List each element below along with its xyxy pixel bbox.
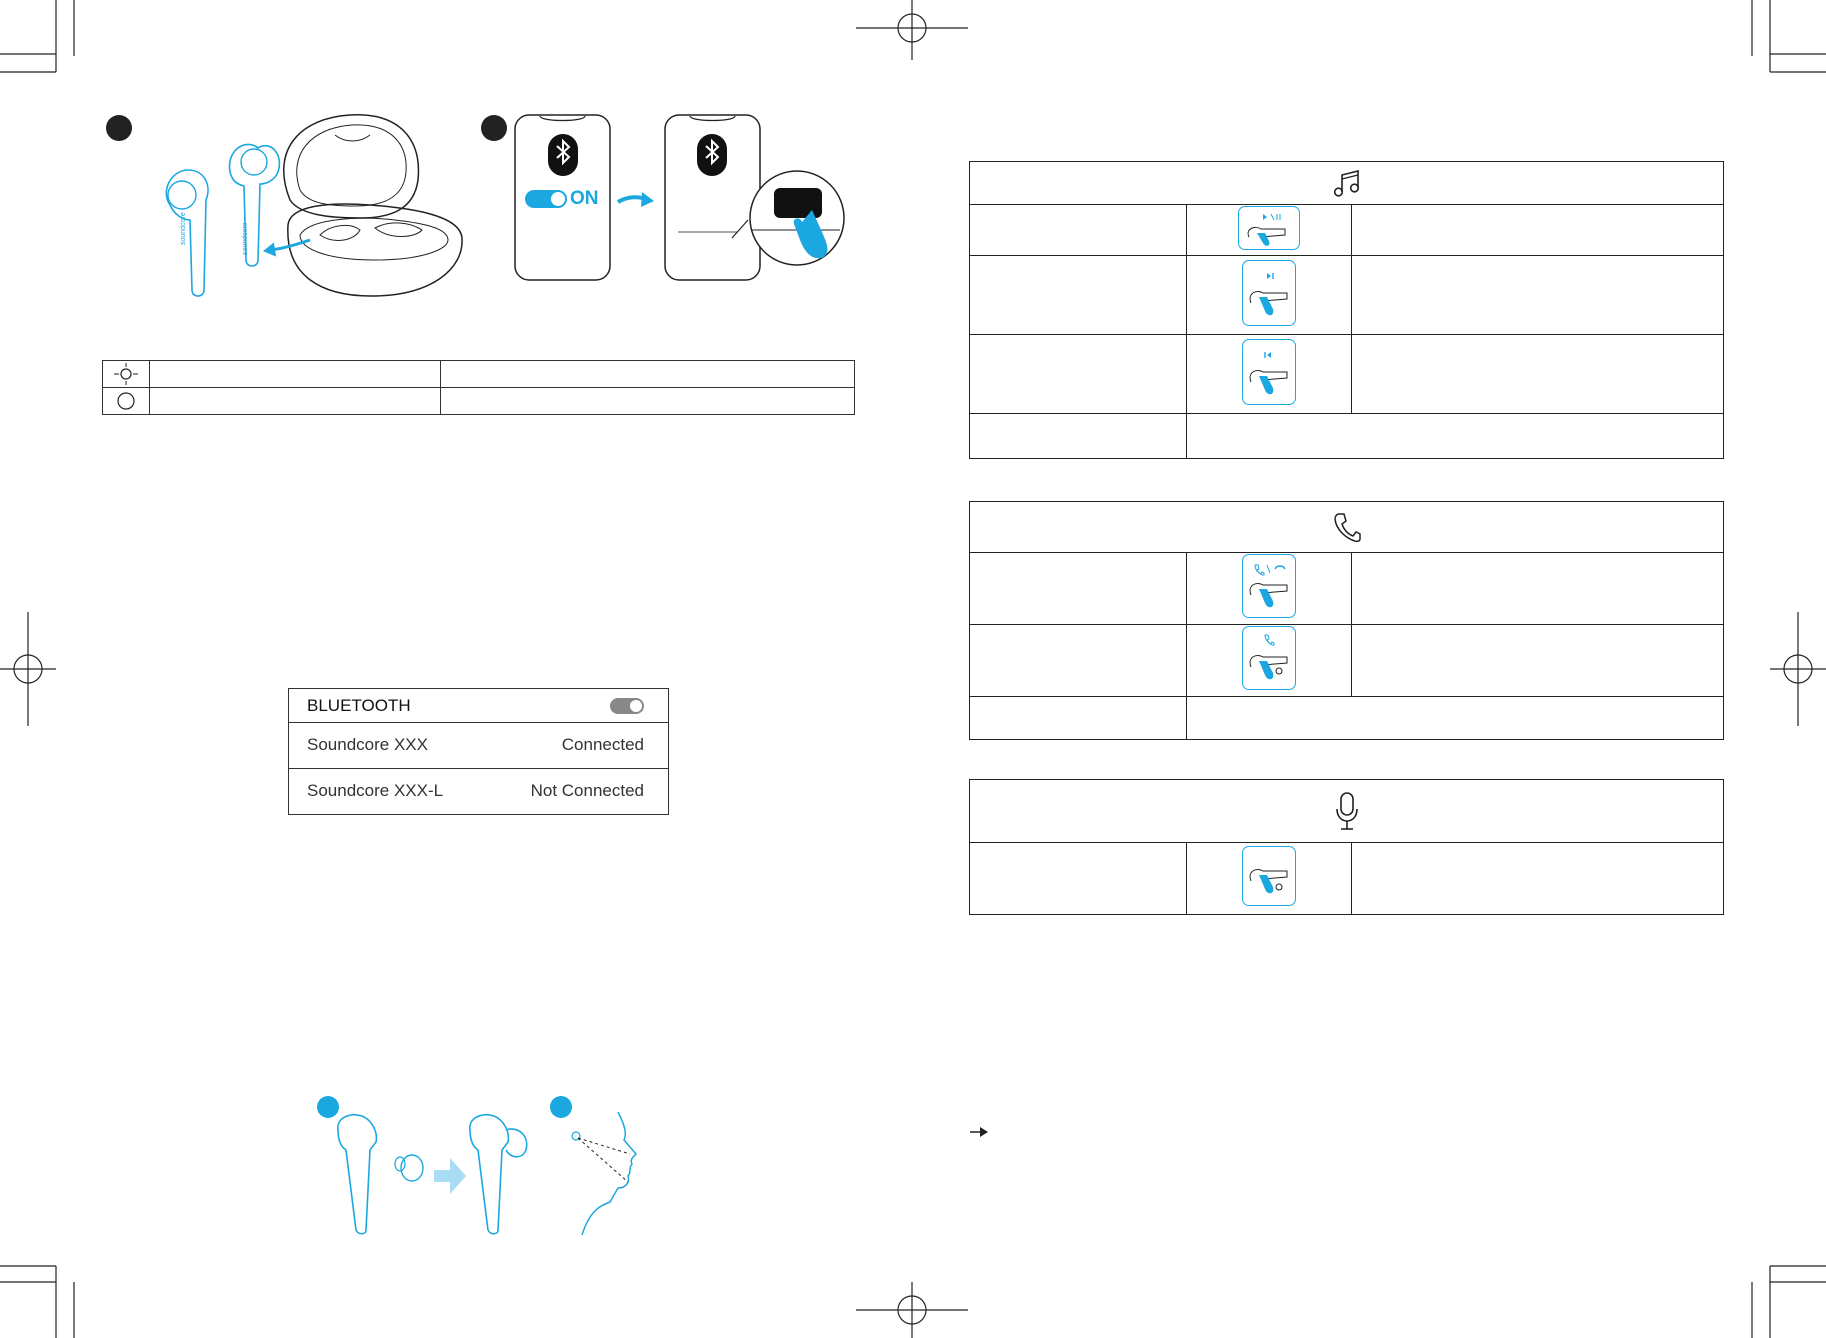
voice-assistant-table [969, 779, 1724, 915]
device-name: Soundcore XXX [307, 735, 428, 754]
gesture-cell [1186, 334, 1352, 414]
led-row-blinking [102, 360, 855, 388]
description-cell [1351, 624, 1724, 697]
device-row[interactable]: Soundcore XXX-L Not Connected [289, 768, 668, 814]
led-off-meaning [149, 387, 441, 415]
call-header-row [969, 501, 1724, 553]
voice-activate-row [969, 842, 1724, 915]
music-header-row [969, 161, 1724, 205]
bluetooth-header-label: BLUETOOTH [307, 695, 411, 715]
action-cell [969, 255, 1187, 335]
led-row-off [102, 387, 855, 415]
call-extra-row [969, 696, 1724, 740]
music-play-pause-row [969, 204, 1724, 256]
step-1-marker [106, 115, 132, 141]
double-tap-gesture-icon [1242, 259, 1296, 326]
ear-tip-and-mic-illustration [337, 1111, 638, 1235]
bluetooth-header-row: BLUETOOTH [289, 689, 668, 723]
music-next-track-row [969, 255, 1724, 335]
description-cell [1351, 255, 1724, 335]
press-hold-gesture-icon [1242, 846, 1296, 906]
microphone-icon [1335, 792, 1358, 830]
music-header [969, 161, 1724, 205]
action-cell [969, 624, 1187, 697]
action-cell [969, 204, 1187, 256]
led-off-icon [117, 392, 135, 410]
led-blink-meaning [149, 360, 441, 388]
action-cell [969, 696, 1187, 740]
bluetooth-toggle[interactable] [610, 697, 644, 714]
voice-header-row [969, 779, 1724, 843]
earbuds-case-illustration [165, 114, 463, 297]
gesture-cell [1186, 624, 1352, 697]
action-cell [969, 842, 1187, 915]
call-answer-row [969, 552, 1724, 625]
earbud-brand-label-left: soundcore [180, 212, 187, 245]
step-2-marker [481, 115, 507, 141]
description-cell [1186, 413, 1724, 459]
device-status: Connected [561, 735, 644, 754]
gesture-cell [1186, 204, 1352, 256]
music-note-icon [1333, 169, 1359, 197]
description-cell [1351, 842, 1724, 915]
gesture-cell [1186, 552, 1352, 625]
voice-header [969, 779, 1724, 843]
tap-gesture-icon [1242, 554, 1296, 618]
bluetooth-settings-panel: BLUETOOTH Soundcore XXX Connected Soundc… [288, 688, 669, 815]
step-a-marker [317, 1096, 339, 1118]
call-reject-row [969, 624, 1724, 697]
action-cell [969, 413, 1187, 459]
call-controls-table [969, 501, 1724, 740]
device-status: Not Connected [530, 781, 644, 800]
bluetooth-on-toggle [525, 190, 567, 208]
description-cell [1351, 204, 1724, 256]
gesture-cell [1186, 842, 1352, 915]
device-row[interactable]: Soundcore XXX Connected [289, 722, 668, 769]
step-b-marker [550, 1096, 572, 1118]
phone-icon [1333, 513, 1361, 542]
music-controls-table [969, 161, 1724, 459]
description-cell [1351, 334, 1724, 414]
earbud-brand-label-right: soundcore [242, 222, 249, 255]
device-name: Soundcore XXX-L [307, 781, 444, 800]
music-extra-row [969, 413, 1724, 459]
double-tap-gesture-icon [1242, 338, 1296, 405]
led-indicator-table [102, 360, 855, 415]
call-header [969, 501, 1724, 553]
action-cell [969, 552, 1187, 625]
music-prev-track-row [969, 334, 1724, 414]
action-cell [969, 334, 1187, 414]
phone-pairing-illustration [514, 114, 845, 281]
tap-once-gesture-icon [1238, 205, 1300, 250]
led-blink-detail [440, 360, 855, 388]
description-cell [1186, 696, 1724, 740]
description-cell [1351, 552, 1724, 625]
led-off-cell [102, 387, 150, 415]
gesture-cell [1186, 255, 1352, 335]
led-blink-icon [114, 363, 138, 385]
bluetooth-on-label: ON [570, 188, 599, 209]
led-off-detail [440, 387, 855, 415]
press-hold-gesture-icon [1242, 626, 1296, 690]
arrow-right-icon [970, 1127, 988, 1137]
led-blink-cell [102, 360, 150, 388]
